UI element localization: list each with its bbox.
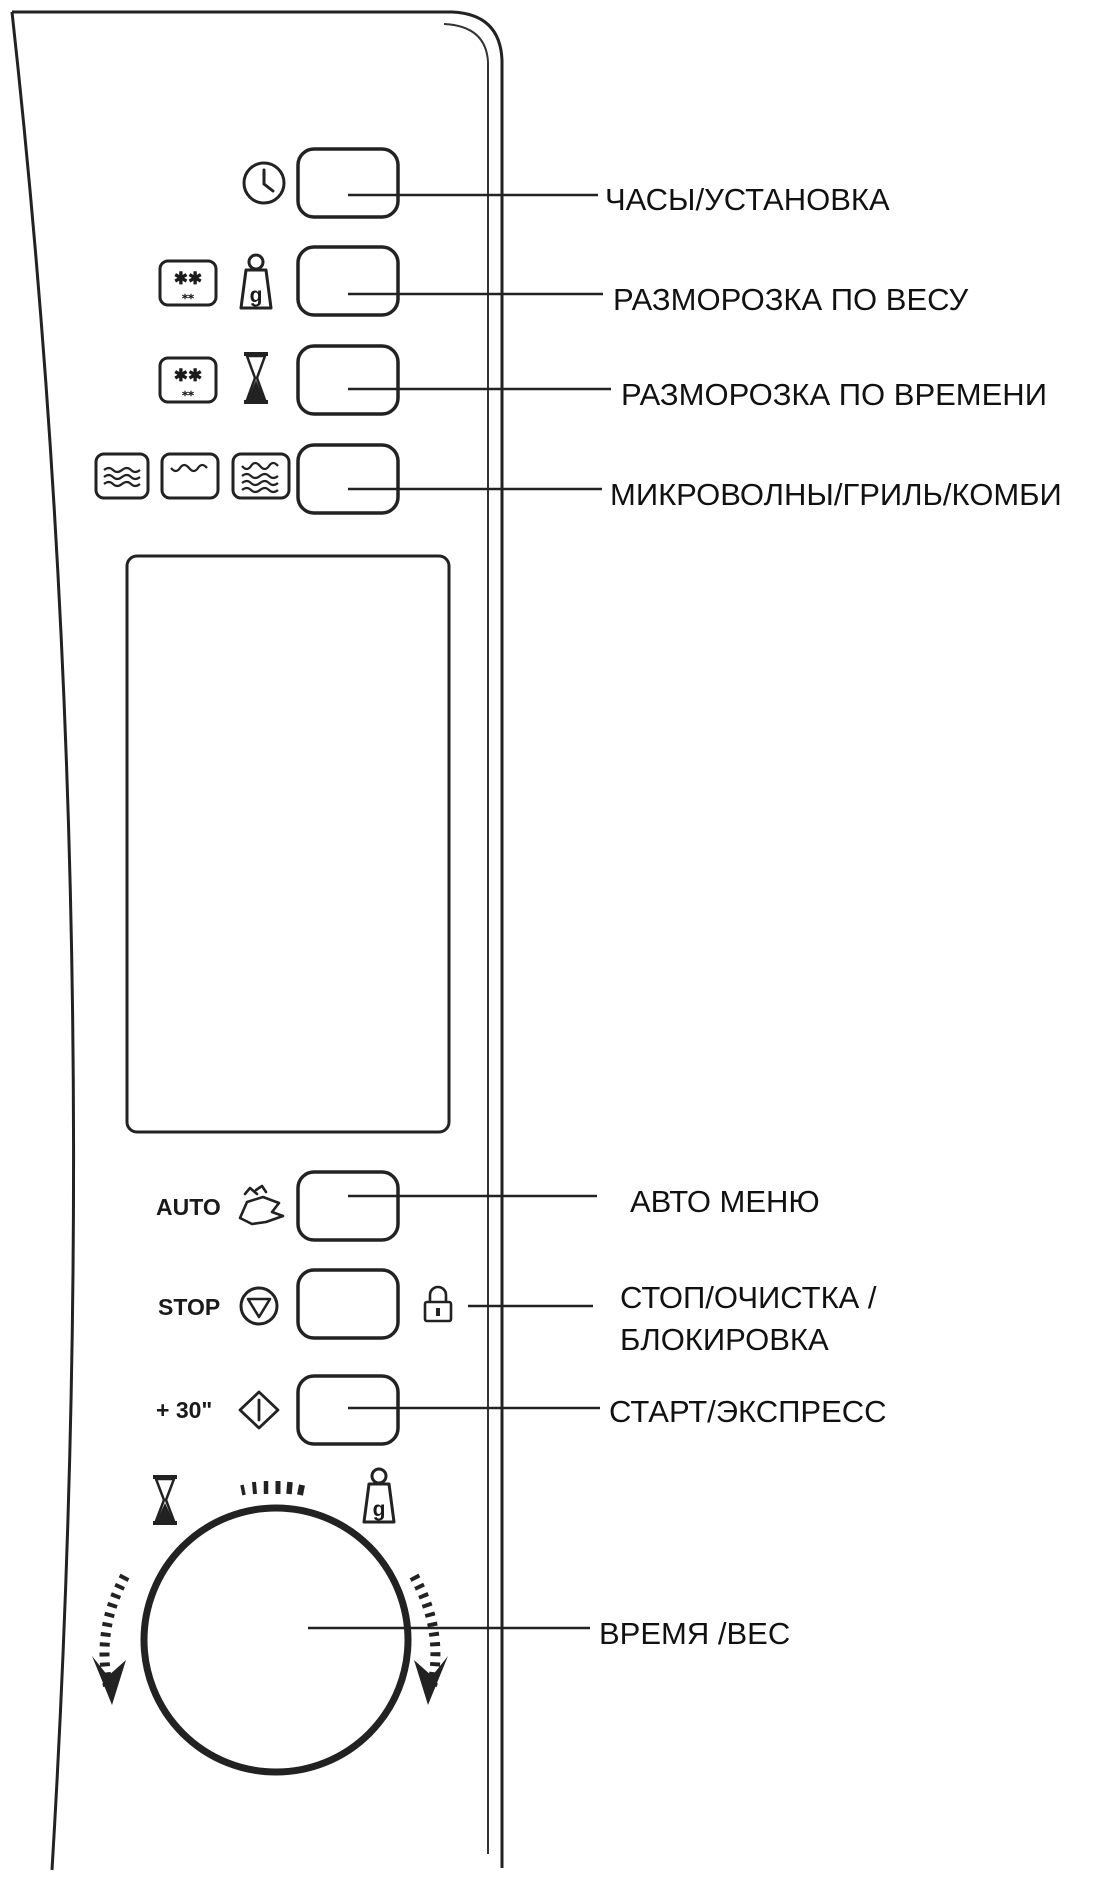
defrost-snowflake-icon: ✱✱ ⁎⁎ — [158, 356, 218, 404]
start-diamond-icon — [238, 1390, 280, 1430]
panel-left-curve — [10, 11, 76, 1871]
svg-text:⁎⁎: ⁎⁎ — [182, 288, 194, 302]
weight-g-letter: g — [250, 284, 263, 307]
stop-text: STOP — [158, 1294, 220, 1320]
start-express-button[interactable] — [296, 1374, 400, 1446]
defrost-time-button[interactable] — [296, 344, 400, 416]
leader-lines — [308, 193, 611, 1630]
time-weight-knob[interactable] — [140, 1504, 412, 1776]
stop-clear-button[interactable] — [296, 1268, 400, 1340]
rotate-right-arrow — [409, 1573, 448, 1705]
svg-text:✱✱: ✱✱ — [174, 366, 203, 385]
clock-set-button[interactable] — [296, 147, 400, 219]
stop-triangle-icon — [239, 1286, 279, 1326]
weight-g-icon: g — [362, 1467, 396, 1524]
mode-button[interactable] — [296, 443, 400, 515]
microwave-icon — [94, 452, 150, 500]
auto-text: AUTO — [156, 1194, 221, 1220]
panel-outline-outer — [12, 10, 504, 1868]
label-stop-clear-line1: СТОП/ОЧИСТКА / — [620, 1280, 877, 1315]
clock-icon — [242, 161, 286, 205]
label-clock-set: ЧАСЫ/УСТАНОВКА — [605, 182, 890, 217]
auto-menu-button[interactable] — [296, 1170, 400, 1242]
display-window — [125, 554, 451, 1134]
grill-icon — [160, 452, 220, 500]
plus30-text: + 30" — [156, 1397, 212, 1423]
padlock-icon — [423, 1285, 453, 1323]
hourglass-icon — [244, 352, 268, 404]
hourglass-icon — [153, 1475, 177, 1525]
svg-text:⁎⁎: ⁎⁎ — [182, 385, 194, 399]
defrost-weight-button[interactable] — [296, 245, 400, 317]
chicken-icon — [238, 1184, 285, 1226]
panel-outline-inner — [443, 23, 489, 1854]
defrost-snowflake-icon: ✱✱ ⁎⁎ — [158, 259, 218, 307]
label-auto-menu: АВТО МЕНЮ — [630, 1184, 820, 1219]
weight-g-letter: g — [373, 1498, 386, 1521]
label-defrost-weight: РАЗМОРОЗКА ПО ВЕСУ — [613, 282, 969, 317]
rotate-left-arrow — [92, 1573, 130, 1705]
combi-icon — [231, 452, 291, 500]
knob-scale-ticks — [240, 1481, 305, 1496]
label-defrost-time: РАЗМОРОЗКА ПО ВРЕМЕНИ — [621, 377, 1047, 412]
svg-text:✱✱: ✱✱ — [174, 269, 203, 288]
label-mode: МИКРОВОЛНЫ/ГРИЛЬ/КОМБИ — [610, 477, 1062, 512]
label-time-weight: ВРЕМЯ /ВЕС — [599, 1616, 791, 1651]
label-stop-clear-line2: БЛОКИРОВКА — [620, 1322, 829, 1357]
label-start-express: СТАРТ/ЭКСПРЕСС — [609, 1394, 887, 1429]
weight-g-icon: g — [239, 253, 273, 310]
